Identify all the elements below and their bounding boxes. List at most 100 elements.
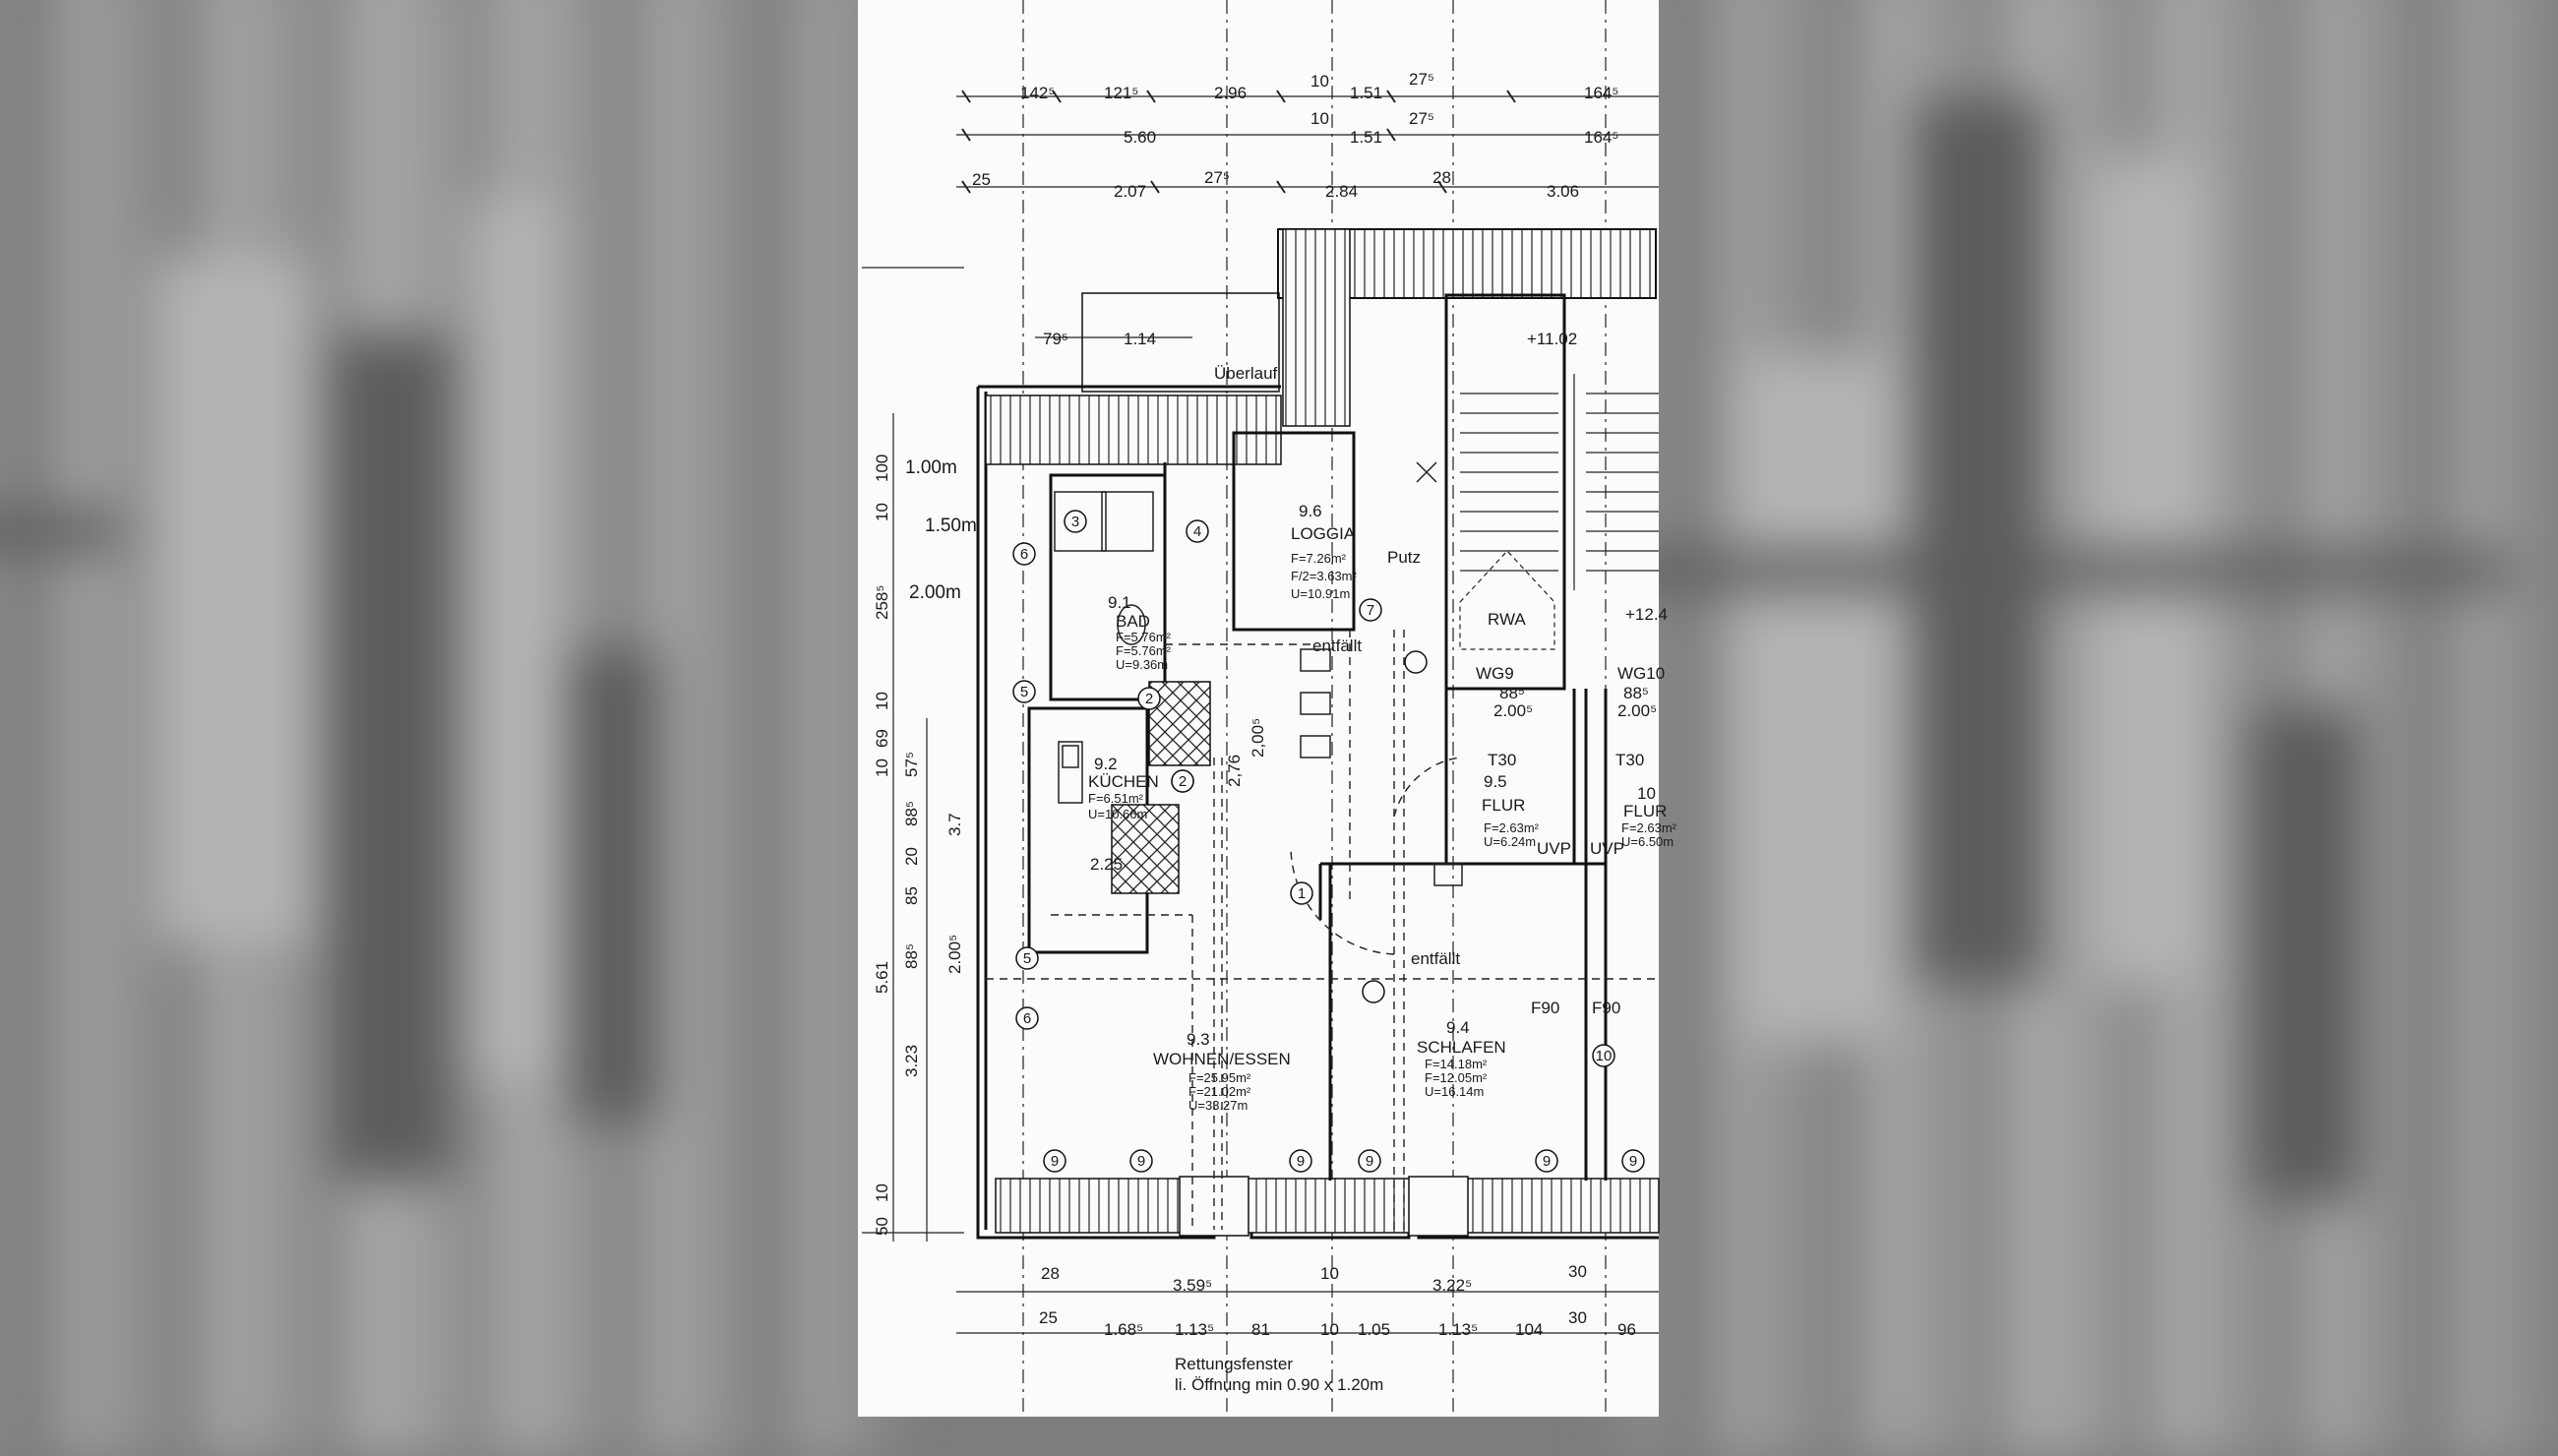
room-schlafen: 9.4 SCHLAFEN F=14.18m² F=12.05m² U=16.14…: [1417, 1018, 1506, 1099]
label-level-2: +12.4: [1625, 605, 1668, 624]
schlafen-f1: F=14.18m²: [1425, 1057, 1488, 1071]
circled-marker-ring-7: [1359, 598, 1382, 622]
dim-top3-4: 28: [1432, 168, 1451, 187]
dim-left-12: 2.00⁵: [945, 935, 964, 974]
dim-top1-3: 10: [1310, 72, 1329, 91]
dashed-lines: [986, 630, 1659, 1230]
dim-top1-2: 2.96: [1214, 84, 1247, 102]
circled-marker-ring-15: [1404, 650, 1428, 674]
wohnen-f1: F=25.95m²: [1188, 1070, 1251, 1085]
kuechen-u: U=10.66m: [1088, 807, 1147, 821]
dim-top2-3: 27⁵: [1409, 109, 1434, 128]
label-wg9: WG9: [1476, 664, 1514, 683]
dim-top4-0: 79⁵: [1043, 330, 1068, 348]
dim-left-3: 10: [873, 692, 891, 710]
flur2-f1: F=2.63m²: [1621, 820, 1677, 835]
circled-marker-19: 2: [1179, 773, 1187, 790]
bad-num: 9.1: [1108, 593, 1131, 612]
circled-marker-4: 5: [1020, 684, 1028, 700]
dim-left-5: 10: [873, 758, 891, 777]
flur1-u: U=6.24m: [1484, 834, 1536, 849]
circled-marker-ring-11: [1358, 1149, 1381, 1173]
circled-marker-ring-10: [1289, 1149, 1312, 1173]
label-k225: 2.25: [1090, 855, 1123, 874]
schlafen-name: SCHLAFEN: [1417, 1038, 1506, 1057]
label-wg10: WG10: [1617, 664, 1665, 683]
fixtures: [1054, 461, 1463, 886]
room-flur-1: 9.5 FLUR F=2.63m² U=6.24m: [1482, 772, 1540, 849]
room-loggia: 9.6 LOGGIA F=7.26m² F/2=3.63m² U=10.91m: [1291, 502, 1358, 601]
label-rettungsfenster: Rettungsfenster: [1175, 1355, 1293, 1373]
circled-marker-13: 9: [1629, 1153, 1637, 1170]
dim-top1-5: 27⁵: [1409, 70, 1434, 89]
wohnen-u: U=33.27m: [1188, 1098, 1248, 1113]
dim-top1-4: 1.51: [1350, 84, 1382, 102]
label-t30-2: T30: [1615, 751, 1644, 769]
top-dimension-lines: [956, 90, 1659, 338]
dim-bottom2-5: 1.05: [1358, 1320, 1390, 1339]
circled-marker-ring-12: [1535, 1149, 1558, 1173]
dim-bottom1-3: 3.22⁵: [1432, 1276, 1472, 1295]
circled-marker-ring-14: [1592, 1044, 1615, 1067]
circled-marker-ring-5: [1015, 946, 1039, 970]
bad-u: U=9.36m: [1116, 657, 1168, 672]
dim-bottom2-7: 104: [1515, 1320, 1543, 1339]
loggia-f2: F/2=3.63m²: [1291, 569, 1358, 583]
kuechen-name: KÜCHEN: [1088, 772, 1159, 791]
dim-bottom1-2: 10: [1320, 1264, 1339, 1283]
label-f90-1: F90: [1531, 999, 1559, 1017]
flur1-name: FLUR: [1482, 796, 1525, 815]
circled-marker-2: 3: [1071, 514, 1079, 530]
height-2: 1.50m: [925, 516, 977, 536]
bad-f2: F=5.76m²: [1116, 643, 1172, 658]
circled-marker-ring-2: [1064, 510, 1087, 533]
circled-marker-ring-4: [1012, 680, 1036, 703]
left-dimension-lines: [862, 267, 964, 1242]
loggia-num: 9.6: [1299, 502, 1322, 520]
dim-top3-5: 3.06: [1547, 182, 1579, 201]
label-uvp-2: UVP: [1590, 839, 1624, 858]
blurred-background-right: [1619, 0, 2558, 1456]
schlafen-f2: F=12.05m²: [1425, 1070, 1488, 1085]
dim-bottom2-3: 81: [1251, 1320, 1270, 1339]
dim-left-2: 258⁵: [873, 585, 891, 620]
circled-marker-ring-6: [1012, 542, 1036, 566]
dim-left-9: 85: [902, 886, 921, 905]
dim-left-11: 88⁵: [902, 943, 921, 969]
dim-top3-3: 2.84: [1325, 182, 1358, 201]
room-wohnen-essen: 9.3 WOHNEN/ESSEN F=25.95m² F=21.02m² U=3…: [1153, 1030, 1291, 1113]
stairs: [1460, 374, 1659, 590]
label-v276: 2,76: [1225, 755, 1244, 787]
room-kuechen: 9.2 KÜCHEN F=6.51m² U=10.66m: [1088, 755, 1159, 821]
circled-marker-11: 9: [1366, 1153, 1373, 1170]
dim-bottom1-0: 28: [1041, 1264, 1060, 1283]
plan-labels: Überlauf +11.02 +12.4 RWA Putz entfällt …: [1090, 330, 1668, 1394]
dim-left-0: 100: [873, 455, 891, 482]
dim-top2-1: 10: [1310, 109, 1329, 128]
label-wg9-dims: 88⁵: [1499, 684, 1525, 702]
circled-marker-ring-13: [1621, 1149, 1645, 1173]
room-bad: 9.1 BAD F=5.76m² F=5.76m² U=9.36m: [1108, 593, 1172, 672]
circled-marker-17: 6: [1023, 1010, 1031, 1027]
dim-top4-1: 1.14: [1124, 330, 1156, 348]
dim-bottom2-9: 96: [1617, 1320, 1636, 1339]
label-v200: 2,00⁵: [1249, 718, 1267, 758]
label-wg10-dims: 88⁵: [1623, 684, 1649, 702]
circled-marker-7: 7: [1367, 602, 1374, 619]
left-dimensions: 100 10 258⁵ 10 69 10 57⁵ 3.7 88⁵ 85 20 8…: [873, 455, 964, 1236]
dim-top3-1: 2.07: [1114, 182, 1146, 201]
circled-marker-ring-0: [1290, 881, 1313, 905]
kuechen-f1: F=6.51m²: [1088, 791, 1144, 806]
bottom-dimensions: 28 3.59⁵ 10 3.22⁵ 30 25 1.68⁵ 1.13⁵ 81 1…: [1039, 1262, 1636, 1339]
dim-bottom2-4: 10: [1320, 1320, 1339, 1339]
flur2-num: 10: [1637, 784, 1656, 803]
dim-top1-6: 164⁵: [1584, 84, 1618, 102]
flur2-name: FLUR: [1623, 802, 1667, 820]
label-putz: Putz: [1387, 548, 1421, 567]
floor-plan-drawing: 142⁵ 121⁵ 2.96 10 1.51 27⁵ 164⁵ 5.60 10 …: [862, 0, 1677, 1417]
label-ueberlauf: Überlauf: [1214, 364, 1278, 383]
dim-top2-4: 164⁵: [1584, 128, 1618, 147]
loggia-f1: F=7.26m²: [1291, 551, 1347, 566]
circled-marker-ring-17: [1015, 1006, 1039, 1030]
circled-marker-ring-9: [1129, 1149, 1153, 1173]
